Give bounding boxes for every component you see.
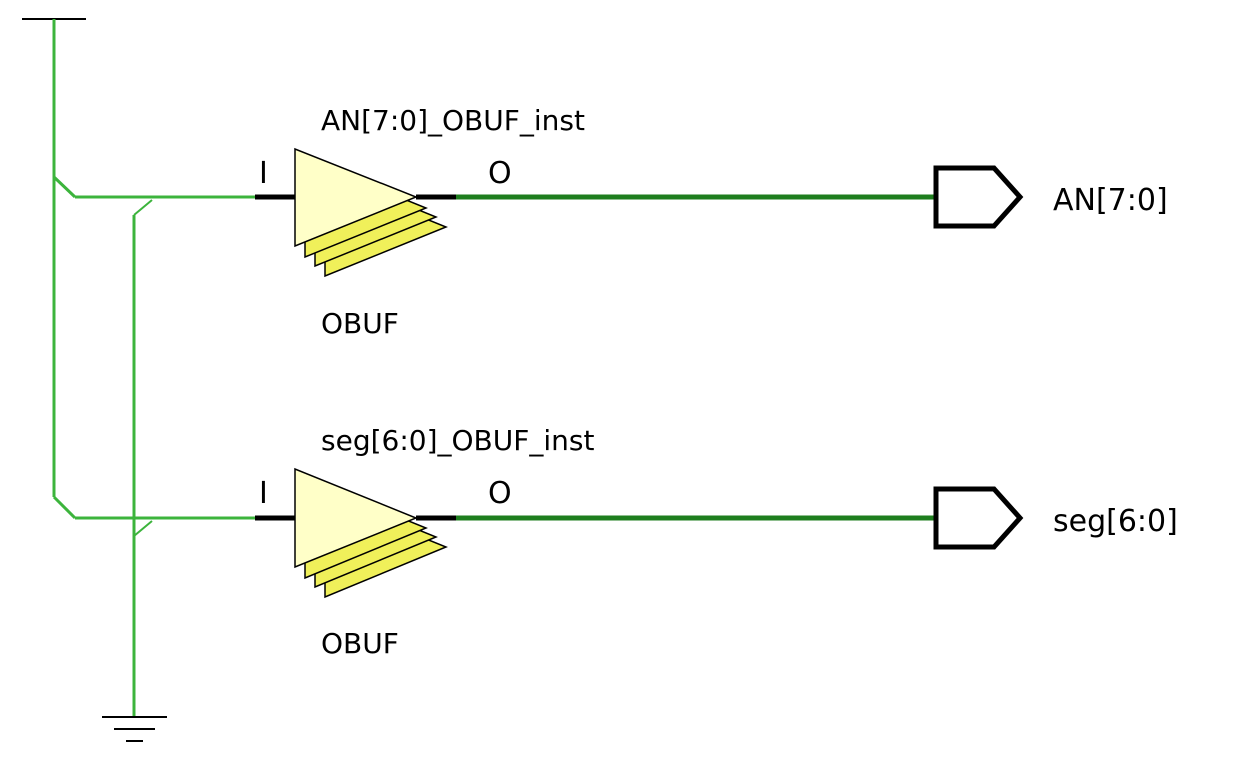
cell1-cell-type: OBUF <box>321 307 399 340</box>
cell2-output-pin-label: O <box>488 476 512 511</box>
ground-icon <box>102 215 167 742</box>
cell1-input-net[interactable] <box>52 175 295 216</box>
cell1-output-pin-label: O <box>488 156 512 191</box>
cell1-obuf-symbol[interactable] <box>294 147 448 278</box>
cell2-instance-name: seg[6:0]_OBUF_inst <box>321 424 594 457</box>
output-port-seg[interactable] <box>933 486 1024 550</box>
cell2-cell-type: OBUF <box>321 627 399 660</box>
cell1-instance-name: AN[7:0]_OBUF_inst <box>321 104 585 137</box>
output-port-an[interactable] <box>933 165 1024 229</box>
cell1-input-pin-label: I <box>259 156 268 191</box>
cell2-obuf-symbol[interactable] <box>294 467 448 599</box>
power-rail-icon <box>22 18 86 497</box>
cell2-input-net[interactable] <box>52 495 295 537</box>
output-port-an-label: AN[7:0] <box>1053 183 1168 218</box>
cell2-input-pin-label: I <box>259 476 268 511</box>
output-port-seg-label: seg[6:0] <box>1053 504 1178 539</box>
